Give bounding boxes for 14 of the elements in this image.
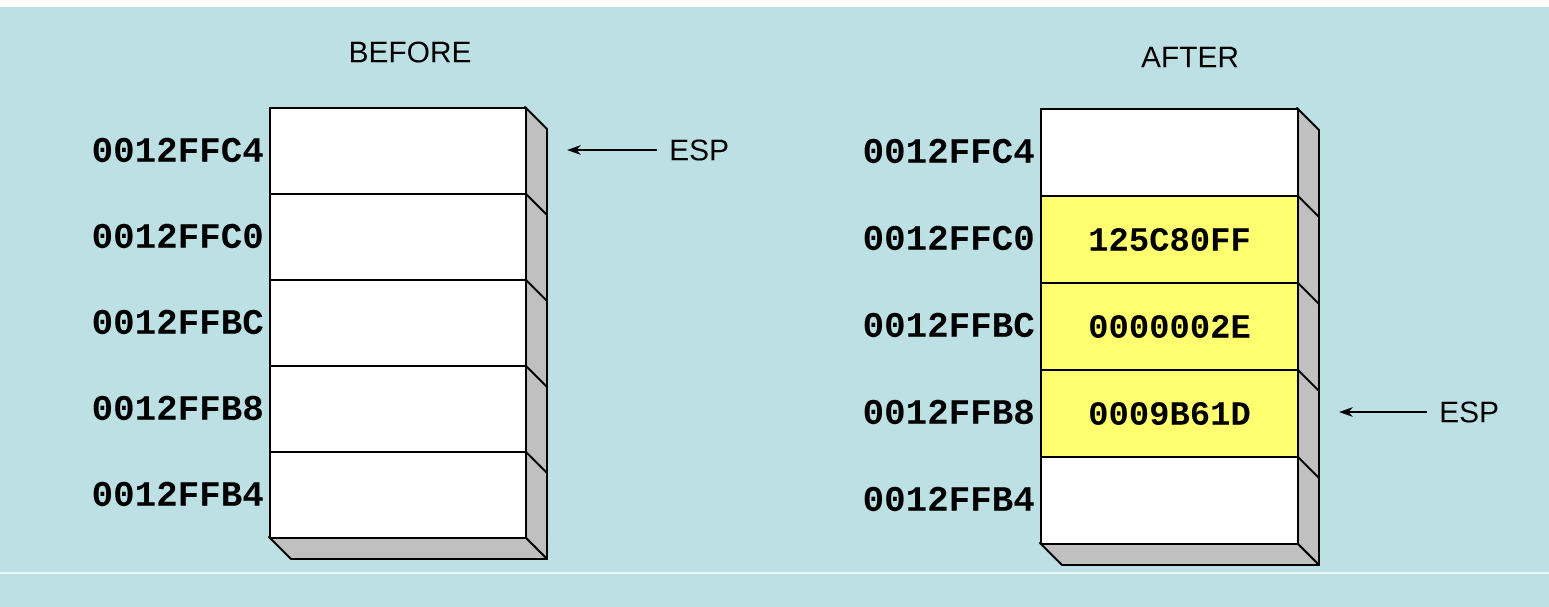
address-label: 0012FFBC bbox=[864, 312, 1034, 338]
address-label: 0012FFB4 bbox=[93, 481, 263, 507]
address-label: 0012FFC4 bbox=[864, 138, 1034, 164]
address-label: 0012FFB4 bbox=[864, 486, 1034, 512]
stack-title: BEFORE bbox=[351, 41, 471, 63]
address-label: 0012FFBC bbox=[93, 309, 263, 335]
stack-title: AFTER bbox=[1141, 46, 1238, 68]
pointer-label: ESP bbox=[671, 139, 728, 161]
address-label: 0012FFC0 bbox=[93, 223, 262, 249]
address-label: 0012FFC4 bbox=[93, 137, 263, 163]
pointer-label: ESP bbox=[1441, 401, 1498, 423]
address-label: 0012FFC0 bbox=[864, 225, 1033, 251]
address-label: 0012FFB8 bbox=[93, 395, 262, 421]
address-label: 0012FFB8 bbox=[864, 399, 1033, 425]
